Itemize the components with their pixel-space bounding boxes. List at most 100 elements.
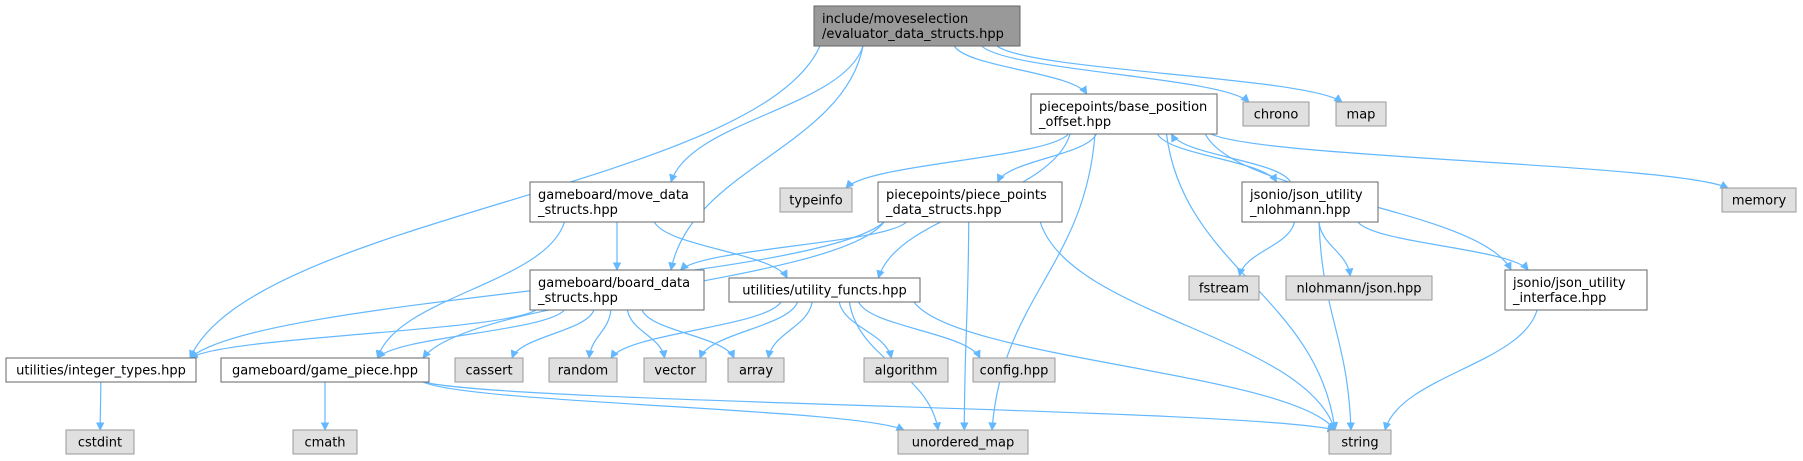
edge-eval-to-base — [953, 45, 1088, 95]
edge-board-to-cassert — [510, 309, 595, 359]
node-label: gameboard/board_data — [538, 276, 690, 291]
node-util[interactable]: utilities/utility_functs.hpp — [728, 277, 921, 303]
edge-base-to-umap — [988, 133, 1096, 431]
node-box — [727, 357, 785, 383]
node-gpiece[interactable]: gameboard/game_piece.hpp — [220, 357, 430, 383]
node-jsonn[interactable]: jsonio/json_utility_nlohmann.hpp — [1241, 181, 1379, 223]
node-base[interactable]: piecepoints/base_position_offset.hpp — [1030, 93, 1218, 135]
edge-board-to-inttypes — [189, 309, 537, 359]
edge-util-to-random — [610, 301, 782, 359]
node-map: map — [1335, 101, 1387, 127]
node-label: string — [1341, 436, 1378, 451]
node-label: _structs.hpp — [537, 291, 618, 306]
node-label: include/moveselection — [822, 12, 968, 27]
node-nljson: nlohmann/json.hpp — [1285, 275, 1433, 301]
node-box — [728, 277, 921, 303]
node-box — [1721, 187, 1797, 213]
node-box — [292, 429, 358, 455]
node-box — [1285, 275, 1433, 301]
node-label: map — [1347, 108, 1376, 123]
node-move[interactable]: gameboard/move_data_structs.hpp — [529, 181, 705, 223]
node-box — [1335, 101, 1387, 127]
node-box — [863, 357, 949, 383]
node-label: /evaluator_data_structs.hpp — [822, 27, 1004, 42]
node-label: _data_structs.hpp — [885, 203, 1002, 218]
node-label: utilities/utility_functs.hpp — [742, 284, 906, 299]
node-ppds[interactable]: piecepoints/piece_points_data_structs.hp… — [877, 181, 1063, 223]
node-label: config.hpp — [980, 364, 1049, 379]
edge-util-to-config — [858, 301, 981, 359]
edge-jsonn-to-string — [1318, 221, 1355, 431]
node-box — [1241, 181, 1379, 223]
edge-base-to-typeinfo — [845, 133, 1070, 189]
node-label: gameboard/game_piece.hpp — [232, 364, 418, 379]
node-cstdint: cstdint — [65, 429, 135, 455]
edge-move-to-util — [653, 221, 788, 279]
node-board[interactable]: gameboard/board_data_structs.hpp — [529, 269, 705, 311]
edge-ppds-to-board — [679, 221, 907, 271]
edge-util-to-vector — [698, 301, 799, 359]
node-label: _interface.hpp — [1512, 291, 1606, 306]
edge-jsonn-to-base — [1170, 133, 1292, 183]
node-box — [220, 357, 430, 383]
edge-gpiece-to-string — [422, 381, 1336, 433]
edge-board-to-array — [641, 309, 735, 359]
node-label: _structs.hpp — [537, 203, 618, 218]
node-label: random — [558, 364, 608, 379]
node-label: jsonio/json_utility — [1512, 276, 1626, 291]
node-label: _offset.hpp — [1038, 115, 1111, 130]
node-box — [897, 429, 1029, 455]
edge-eval-to-board — [668, 45, 864, 271]
edge-eval-to-move — [669, 45, 864, 183]
node-box — [65, 429, 135, 455]
nodes-layer: include/moveselection/evaluator_data_str… — [5, 5, 1797, 455]
edge-jsonn-to-nljson — [1318, 221, 1354, 277]
node-memory: memory — [1721, 187, 1797, 213]
edge-base-to-ppds — [997, 133, 1097, 183]
node-box — [779, 187, 853, 213]
node-string: string — [1328, 429, 1392, 455]
node-box — [529, 181, 705, 223]
node-jsoni[interactable]: jsonio/json_utility_interface.hpp — [1504, 269, 1648, 311]
edge-ppds-to-string — [1039, 221, 1337, 431]
node-box — [1504, 269, 1648, 311]
node-label: cstdint — [78, 436, 122, 451]
node-label: cassert — [465, 364, 512, 379]
edge-gpiece-to-umap — [422, 381, 905, 431]
node-cmath: cmath — [292, 429, 358, 455]
edge-jsoni-to-string — [1383, 309, 1538, 431]
node-fstream: fstream — [1188, 275, 1260, 301]
node-inttypes[interactable]: utilities/integer_types.hpp — [5, 357, 197, 383]
edge-board-to-random — [585, 309, 612, 359]
edge-util-to-array — [765, 301, 813, 359]
node-label: nlohmann/json.hpp — [1297, 282, 1422, 297]
node-label: vector — [654, 364, 696, 379]
edge-eval-to-chrono — [981, 45, 1250, 103]
node-label: array — [739, 364, 773, 379]
edge-eval-to-inttypes — [189, 45, 821, 359]
edge-inttypes-to-cstdint — [96, 381, 105, 431]
node-box — [1242, 101, 1310, 127]
node-typeinfo: typeinfo — [779, 187, 853, 213]
node-vector: vector — [643, 357, 707, 383]
node-box — [972, 357, 1056, 383]
edge-util-to-string — [913, 301, 1336, 431]
node-label: piecepoints/piece_points — [886, 188, 1047, 203]
node-config: config.hpp — [972, 357, 1056, 383]
node-umap: unordered_map — [897, 429, 1029, 455]
node-label: algorithm — [875, 364, 938, 379]
node-box — [1328, 429, 1392, 455]
node-eval[interactable]: include/moveselection/evaluator_data_str… — [813, 5, 1021, 47]
edge-eval-to-map — [996, 45, 1343, 103]
node-label: piecepoints/base_position — [1039, 100, 1207, 115]
node-label: unordered_map — [912, 436, 1015, 451]
edge-board-to-gpiece — [377, 309, 565, 359]
node-label: fstream — [1199, 282, 1249, 297]
node-label: gameboard/move_data — [538, 188, 689, 203]
node-label: memory — [1732, 194, 1787, 209]
edge-ppds-to-umap — [960, 221, 970, 431]
node-cassert: cassert — [454, 357, 524, 383]
node-box — [548, 357, 618, 383]
node-label: cmath — [304, 436, 345, 451]
